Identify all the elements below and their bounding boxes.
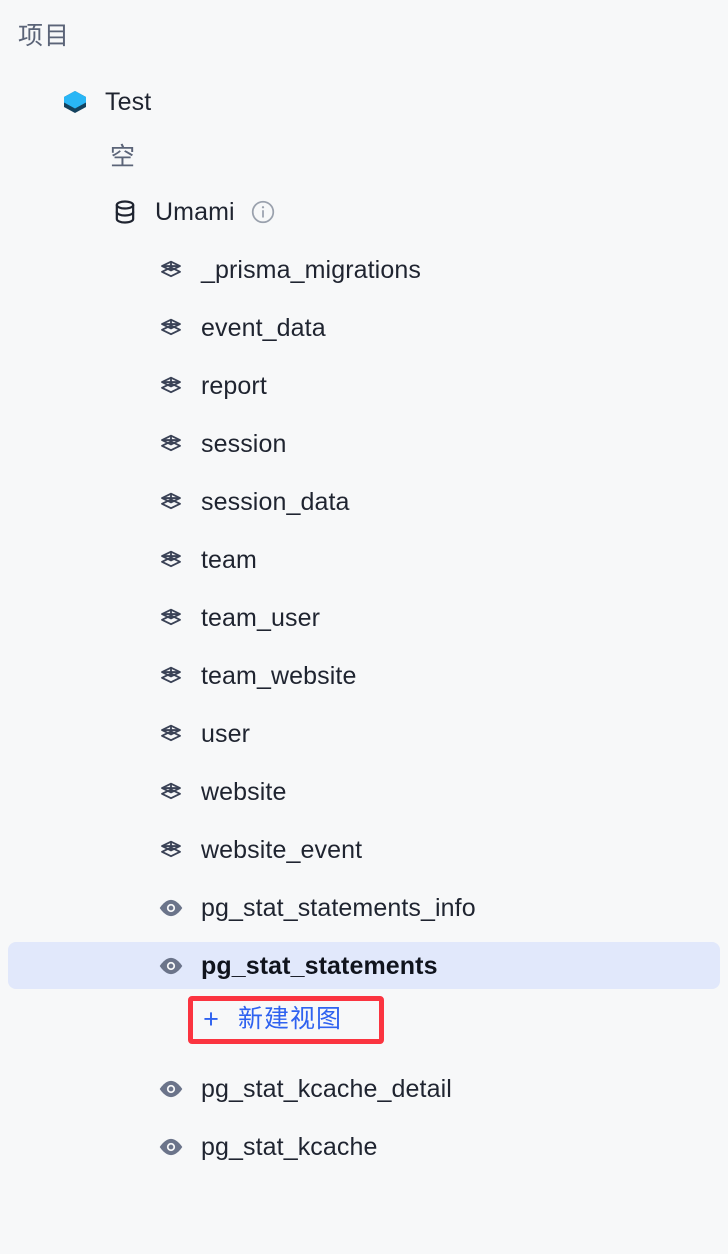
tree-node-label: pg_stat_kcache_detail [201,1074,452,1103]
table-icon [156,429,186,459]
tree-node-label: report [201,371,267,400]
eye-icon [156,893,186,923]
tree-node-table[interactable]: report [8,362,720,409]
tree-node-schema[interactable]: 空 [8,136,720,178]
tree-node-view[interactable]: pg_stat_statements_info [8,884,720,931]
tree-node-schema-label: 空 [110,143,136,171]
tree-node-label: event_data [201,313,326,342]
tree-node-label: team [201,545,257,574]
table-icon [156,255,186,285]
tree-node-label: website [201,777,287,806]
table-icon [156,661,186,691]
table-icon [156,545,186,575]
tree-node-table[interactable]: session_data [8,478,720,525]
tree-node-view[interactable]: pg_stat_kcache [8,1123,720,1170]
tree-node-table[interactable]: user [8,710,720,757]
tree-node-view[interactable]: pg_stat_kcache_detail [8,1065,720,1112]
tree-node-table[interactable]: session [8,420,720,467]
tree-node-table[interactable]: website [8,768,720,815]
new-view-button[interactable]: + 新建视图 [200,1004,342,1034]
tree-node-table[interactable]: event_data [8,304,720,351]
tree-node-label: pg_stat_statements_info [201,893,476,922]
tree-node-label: session_data [201,487,350,516]
tree-node-project[interactable]: Test [8,78,720,125]
tree-node-table[interactable]: website_event [8,826,720,873]
table-icon [156,313,186,343]
tree-node-label: pg_stat_statements [201,951,438,980]
table-icon [156,371,186,401]
tree-node-database[interactable]: Umami [8,188,720,235]
page-title: 项目 [18,22,71,50]
tree-node-label: website_event [201,835,363,864]
tree-node-database-label: Umami [155,197,235,226]
eye-icon [156,1132,186,1162]
table-icon [156,719,186,749]
cube-icon [60,87,90,117]
info-circle-icon[interactable] [250,199,276,225]
tree-node-label: _prisma_migrations [201,255,421,284]
tree-node-view[interactable]: pg_stat_statements [8,942,720,989]
tree-node-table[interactable]: team [8,536,720,583]
eye-icon [156,951,186,981]
tree-node-project-label: Test [105,87,152,116]
database-icon [111,198,139,226]
tree-node-label: team_website [201,661,357,690]
tree-node-table[interactable]: _prisma_migrations [8,246,720,293]
table-icon [156,777,186,807]
tree-node-label: session [201,429,287,458]
table-icon [156,835,186,865]
tree-item-list: _prisma_migrations event_data report ses… [0,246,728,1170]
new-view-button-label: 新建视图 [238,1005,343,1033]
eye-icon [156,1074,186,1104]
table-icon [156,487,186,517]
tree-node-table[interactable]: team_website [8,652,720,699]
tree-node-label: team_user [201,603,321,632]
tree-node-label: user [201,719,251,748]
tree-node-table[interactable]: team_user [8,594,720,641]
new-view-row: + 新建视图 [0,992,728,1054]
tree-node-label: pg_stat_kcache [201,1132,378,1161]
table-icon [156,603,186,633]
plus-icon: + [203,1003,219,1034]
